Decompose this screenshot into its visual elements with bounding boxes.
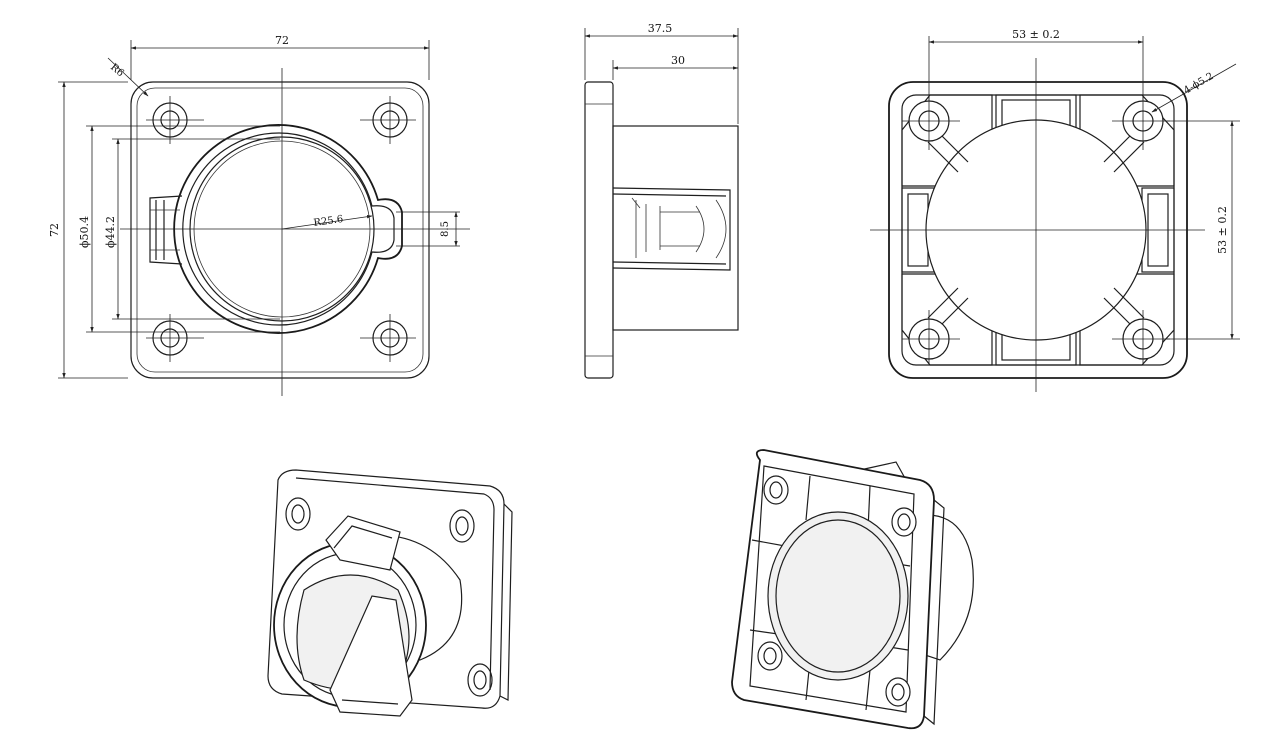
front-inner-diameter-label: ϕ44.2	[104, 216, 117, 248]
front-mounting-hole-top-left	[146, 96, 204, 144]
side-overall-depth-label: 37.5	[648, 22, 673, 35]
side-flange	[584, 81, 614, 379]
iso-rear-holes	[757, 475, 917, 707]
side-body	[612, 125, 739, 331]
rear-dim-hole-callout: 4-ϕ5.2	[1151, 63, 1237, 113]
front-mounting-hole-bottom-right	[360, 314, 416, 362]
front-dim-height: 72	[48, 81, 128, 379]
rear-view: 53 ± 0.2 53 ± 0.2 4-ϕ5.2	[870, 28, 1240, 392]
rear-hole-callout-label: 4-ϕ5.2	[1182, 71, 1216, 97]
front-flange-inner-edge	[136, 87, 424, 373]
side-body-depth-label: 30	[671, 54, 685, 67]
front-outer-diameter-label: ϕ50.4	[78, 216, 91, 248]
side-dim-overall-depth: 37.5	[584, 22, 739, 124]
front-corner-radius-label: R6	[108, 62, 126, 79]
front-view: 72 72 ϕ50.4 ϕ44.2 R6 R25.6	[48, 34, 470, 396]
side-dim-body-depth: 30	[612, 54, 739, 80]
front-dim-outer-diameter: ϕ50.4	[78, 125, 280, 333]
front-dim-corner-radius: R6	[107, 57, 149, 97]
rear-horizontal-spacing-label: 53 ± 0.2	[1012, 28, 1060, 41]
front-socket-bore-inner	[193, 140, 371, 318]
front-socket-outer-ring	[173, 124, 403, 334]
front-width-label: 72	[275, 34, 289, 47]
front-dim-width: 72	[130, 34, 430, 80]
front-arc-radius-label: R25.6	[313, 214, 344, 229]
isometric-rear-view	[731, 449, 974, 730]
rear-diagonal-ribs	[927, 131, 1145, 329]
front-mounting-hole-bottom-left	[146, 314, 204, 362]
front-socket-ring-inner-edge	[182, 132, 395, 326]
side-latch-window	[612, 187, 731, 271]
front-hinge-lug	[149, 195, 183, 265]
front-dim-slot-width: 8.5	[396, 211, 460, 247]
front-flange-outline	[130, 81, 430, 379]
rear-vertical-spacing-label: 53 ± 0.2	[1216, 206, 1229, 254]
front-dim-inner-diameter: ϕ44.2	[104, 138, 280, 320]
front-dim-arc-radius: R25.6	[281, 214, 373, 230]
front-slot-width-label: 8.5	[440, 221, 451, 237]
rear-dim-vertical: 53 ± 0.2	[1165, 120, 1240, 340]
iso-front-holes	[285, 497, 493, 697]
isometric-front-view	[267, 469, 513, 717]
iso-rear-bore	[767, 511, 909, 681]
front-mounting-hole-top-right	[360, 96, 416, 144]
side-view: 37.5 30	[584, 22, 739, 379]
front-socket-bore	[189, 136, 375, 322]
front-height-label: 72	[48, 223, 61, 237]
iso-front-latch	[325, 515, 413, 717]
rear-dim-horizontal: 53 ± 0.2	[928, 28, 1144, 100]
